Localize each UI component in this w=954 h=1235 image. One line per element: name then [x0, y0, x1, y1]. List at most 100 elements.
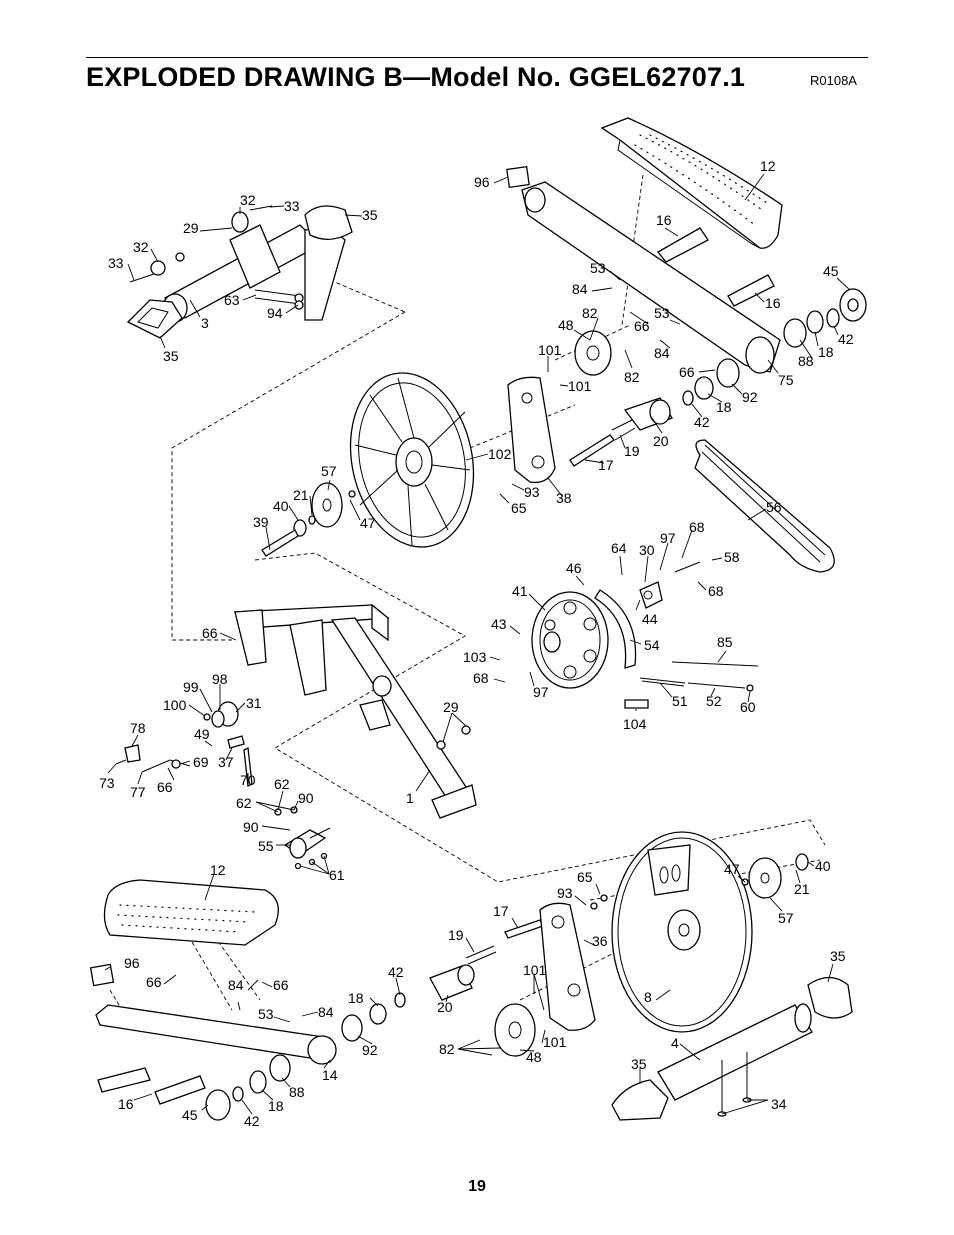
callout-label: 103 [463, 649, 487, 665]
stabilizer-tube-4 [611, 976, 853, 1121]
axle-tubes-lower [97, 1067, 206, 1105]
pedal-lower [103, 879, 279, 946]
callout-label: 30 [639, 542, 655, 558]
callout-label: 82 [624, 369, 640, 385]
callout-label: 38 [556, 490, 572, 506]
drawing-reference-code: R0108A [810, 73, 857, 88]
drive-belt-56 [694, 439, 835, 573]
callout-label: 92 [362, 1042, 378, 1058]
callout-label: 75 [778, 372, 794, 388]
callout-label: 84 [318, 1004, 334, 1020]
callout-label: 77 [130, 784, 146, 800]
mounting-plate-38 [507, 330, 612, 484]
crank-parts-left [115, 701, 253, 787]
callout-label: 35 [830, 948, 846, 964]
page-title: EXPLODED DRAWING B—Model No. GGEL62707.1 [86, 62, 746, 92]
callout-label: 66 [679, 364, 695, 380]
end-caps-35-upper [126, 205, 353, 339]
callout-label: 42 [244, 1113, 260, 1129]
callout-label: 97 [660, 530, 676, 546]
callout-label: 60 [740, 699, 756, 715]
callout-label: 19 [448, 927, 464, 943]
callout-label: 29 [443, 699, 459, 715]
hub-assembly-upper-left [261, 482, 356, 557]
callout-label: 93 [557, 885, 573, 901]
callout-label: 88 [798, 353, 814, 369]
callout-label: 78 [130, 720, 146, 736]
pedal-arm-upper [521, 181, 781, 374]
callout-label: 8 [644, 989, 652, 1005]
callout-label: 42 [694, 414, 710, 430]
end-cap-upper [506, 165, 530, 189]
callout-label: 57 [778, 910, 794, 926]
callout-label: 64 [611, 540, 627, 556]
callout-label: 20 [437, 999, 453, 1015]
lower-mechanism-55 [274, 806, 331, 870]
callout-label: 47 [360, 515, 376, 531]
callout-label: 18 [818, 344, 834, 360]
callout-label: 82 [439, 1041, 455, 1057]
upright-post-3 [129, 205, 346, 323]
magnet-brake-54 [594, 561, 701, 669]
callout-label: 101 [538, 342, 562, 358]
callout-label: 102 [488, 446, 512, 462]
callout-label: 20 [653, 433, 669, 449]
callout-label: 46 [566, 560, 582, 576]
callout-label: 33 [284, 198, 300, 214]
callout-label: 73 [99, 775, 115, 791]
callout-label: 45 [182, 1107, 198, 1123]
callout-label: 84 [572, 281, 588, 297]
fan-wheel-102 [349, 372, 475, 548]
callout-label: 90 [298, 790, 314, 806]
callout-label: 35 [362, 207, 378, 223]
callout-label: 84 [228, 977, 244, 993]
callout-label: 56 [766, 499, 782, 515]
callout-label: 54 [644, 637, 660, 653]
callout-label: 96 [474, 174, 490, 190]
callout-label: 36 [592, 933, 608, 949]
callout-label: 42 [388, 964, 404, 980]
pedal-upper [600, 117, 783, 249]
hub-stack-lower [205, 992, 406, 1121]
callout-labels: 96 12 16 32 33 29 35 32 33 63 3 94 35 53… [99, 158, 854, 1129]
callout-label: 97 [533, 684, 549, 700]
callout-label: 4 [671, 1035, 679, 1051]
callout-label: 35 [163, 348, 179, 364]
callout-label: 68 [473, 670, 489, 686]
axle-assembly-lower [429, 919, 544, 1001]
callout-label: 40 [273, 498, 289, 514]
callout-label: 33 [108, 255, 124, 271]
callout-label: 52 [706, 693, 722, 709]
callout-label: 101 [543, 1034, 567, 1050]
callout-label: 63 [224, 292, 240, 308]
callout-label: 18 [716, 399, 732, 415]
callout-label: 18 [268, 1098, 284, 1114]
callout-label: 66 [146, 974, 162, 990]
callout-label: 32 [240, 192, 256, 208]
callout-label: 93 [524, 484, 540, 500]
callout-label: 21 [794, 881, 810, 897]
axle-tubes-upper [657, 227, 775, 307]
callout-label: 84 [654, 345, 670, 361]
leader-lines [104, 173, 851, 1115]
callout-label: 17 [598, 457, 614, 473]
callout-label: 101 [568, 378, 592, 394]
callout-label: 44 [642, 611, 658, 627]
pedal-arm-lower [89, 963, 337, 1065]
callout-label: 1 [406, 790, 414, 806]
callout-label: 43 [491, 616, 507, 632]
hub-stack-upper-right [682, 288, 867, 406]
callout-label: 16 [765, 295, 781, 311]
callout-label: 61 [329, 867, 345, 883]
callout-label: 12 [210, 862, 226, 878]
mounting-plate-36 [494, 894, 608, 1057]
callout-label: 100 [163, 697, 187, 713]
large-wheel-8 [611, 831, 753, 1033]
callout-label: 92 [742, 389, 758, 405]
callout-label: 65 [577, 869, 593, 885]
callout-label: 99 [183, 679, 199, 695]
callout-label: 16 [118, 1096, 134, 1112]
callout-label: 48 [526, 1049, 542, 1065]
callout-label: 65 [511, 500, 527, 516]
callout-label: 53 [654, 305, 670, 321]
